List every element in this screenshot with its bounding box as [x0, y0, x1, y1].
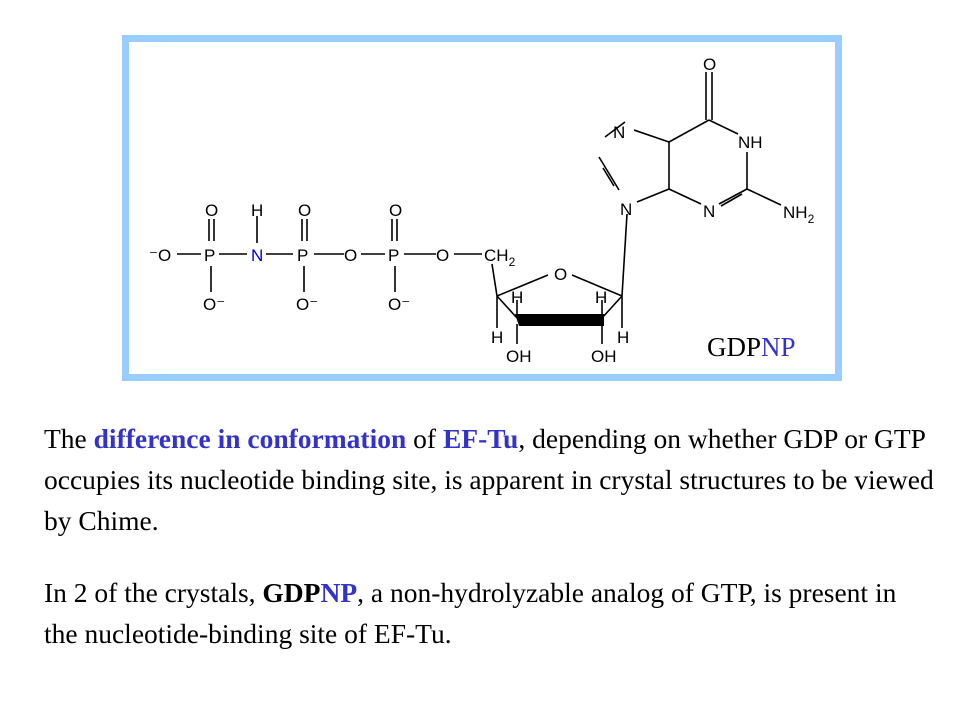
- gdpnp-bold-part1: GDP: [262, 577, 321, 608]
- purine-n3: N: [703, 202, 715, 221]
- bridging-nitrogen: N: [251, 246, 263, 265]
- p1-double-o: O: [205, 201, 218, 220]
- ribose-h-c2: H: [617, 328, 629, 347]
- structure-figure: ⁻O P N P O P O CH2 O H O O O⁻ O⁻ O⁻ O H …: [122, 35, 842, 381]
- molecule-label: GDPNP: [707, 332, 796, 362]
- highlight-difference-in-conformation: difference in conformation: [93, 423, 407, 454]
- purine-n7: N: [613, 123, 625, 142]
- bridging-oxygen-2: O: [436, 246, 449, 265]
- p2-double-o: O: [298, 201, 311, 220]
- phosphorus-3: P: [388, 246, 399, 265]
- ribose-3-hydroxyl: OH: [506, 347, 532, 366]
- ch2-group: CH2: [484, 246, 516, 269]
- highlight-ef-tu: EF-Tu: [442, 423, 519, 454]
- p1-o-minus: O⁻: [203, 295, 225, 314]
- gdpnp-bold-part2: NP: [320, 577, 358, 608]
- purine-n9: N: [620, 200, 632, 219]
- ribose-h-c3: H: [491, 328, 503, 347]
- phosphorus-2: P: [297, 246, 308, 265]
- purine-n1-h: NH: [738, 133, 763, 152]
- paragraph-gdpnp: In 2 of the crystals, GDPNP, a non-hydro…: [44, 577, 897, 649]
- amino-group: NH2: [783, 203, 815, 226]
- o-minus-atom: ⁻O: [149, 246, 171, 265]
- ribose-ring-oxygen: O: [554, 265, 567, 284]
- ribose-2-hydroxyl: OH: [591, 347, 617, 366]
- ribose-front-bond: [515, 314, 604, 326]
- p3-double-o: O: [389, 201, 402, 220]
- p3-o-minus: O⁻: [388, 295, 410, 314]
- bonds: [177, 72, 782, 344]
- carbonyl-oxygen: O: [703, 55, 716, 74]
- atom-labels: ⁻O P N P O P O CH2 O H O O O⁻ O⁻ O⁻ O H …: [149, 55, 815, 366]
- ribose-h-c1: H: [595, 288, 607, 307]
- ribose-h-c4: H: [511, 288, 523, 307]
- p2-o-minus: O⁻: [296, 295, 318, 314]
- gdpnp-structure-diagram: ⁻O P N P O P O CH2 O H O O O⁻ O⁻ O⁻ O H …: [149, 55, 815, 366]
- bridging-oxygen-1: O: [344, 246, 357, 265]
- paragraph-conformation: The difference in conformation of EF-Tu,…: [44, 423, 934, 536]
- phosphorus-1: P: [204, 246, 215, 265]
- nitrogen-h: H: [251, 201, 263, 220]
